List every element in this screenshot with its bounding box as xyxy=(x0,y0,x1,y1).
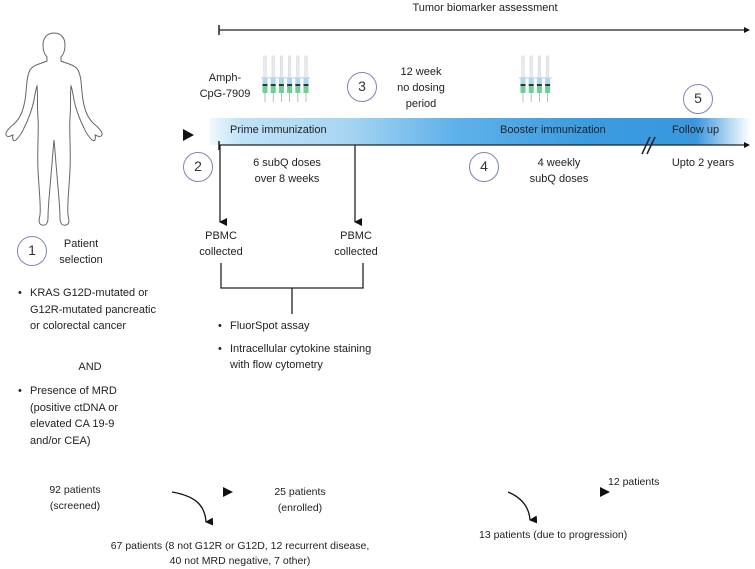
booster-syringe-icon xyxy=(543,55,552,102)
excluded-line1: 67 patients (8 not G12R or G12D, 12 recu… xyxy=(110,540,370,552)
phase-followup-label: Follow up xyxy=(672,124,720,136)
person-outline xyxy=(5,32,103,226)
step-3-line3: period xyxy=(405,98,437,110)
step-1-line1: Patient xyxy=(63,238,99,250)
screened-line1: 92 patients xyxy=(49,484,101,496)
pbmc-label-1: PBMC collected xyxy=(190,228,252,260)
step-3-line2: no dosing xyxy=(397,82,445,94)
phase-prime-label: Prime immunization xyxy=(230,124,327,136)
step-2-badge: 2 xyxy=(183,152,213,182)
pbmc-2-line2: collected xyxy=(334,246,378,258)
prime-syringe-icon xyxy=(285,55,294,102)
criteria-list-2: Presence of MRD (positive ctDNA or eleva… xyxy=(16,383,136,449)
drug-label: Amph- CpG-7909 xyxy=(190,70,260,102)
drug-label-line1: Amph- xyxy=(208,72,242,84)
step-3-line1: 12 week xyxy=(400,66,442,78)
drug-label-line2: CpG-7909 xyxy=(199,88,251,100)
criteria-item-2: Presence of MRD (positive ctDNA or eleva… xyxy=(16,383,136,449)
pbmc-label-2: PBMC collected xyxy=(325,228,387,260)
prime-syringe-icon xyxy=(277,55,286,102)
assay-list: FluorSpot assay Intracellular cytokine s… xyxy=(216,318,381,374)
prime-syringe-icon xyxy=(269,55,278,102)
treatment-phase-bar xyxy=(210,118,750,145)
step-2-line2: over 8 weeks xyxy=(254,173,320,185)
step-4-line1: 4 weekly xyxy=(537,157,581,169)
assay-item: Intracellular cytokine staining with flo… xyxy=(216,341,381,374)
completed-count: 12 patients xyxy=(608,476,660,488)
timeline-break-icon xyxy=(641,136,656,155)
progression-exclusion-arrow xyxy=(507,491,538,524)
criteria-connector: AND xyxy=(78,361,102,373)
prime-syringe-icon xyxy=(293,55,302,102)
step-4-line2: subQ doses xyxy=(529,173,589,185)
pbmc-bracket xyxy=(220,263,364,314)
biomarker-label: Tumor biomarker assessment xyxy=(412,2,558,14)
step-1-line2: selection xyxy=(59,254,103,266)
excluded-count: 67 patients (8 not G12R or G12D, 12 recu… xyxy=(80,539,400,569)
criteria-list: KRAS G12D-mutated or G12R-mutated pancre… xyxy=(16,285,156,335)
pbmc-2-line1: PBMC xyxy=(340,230,372,242)
step-3-text: 12 week no dosing period xyxy=(386,64,456,112)
step-5-badge: 5 xyxy=(683,84,713,114)
criteria-item-1: KRAS G12D-mutated or G12R-mutated pancre… xyxy=(16,285,156,335)
excluded-line2: 40 not MRD negative, 7 other) xyxy=(169,555,311,567)
step-1-text: Patient selection xyxy=(52,236,110,268)
prime-syringe-icon xyxy=(261,55,269,102)
booster-syringe-icon xyxy=(527,55,536,102)
assay-item: FluorSpot assay xyxy=(216,318,381,335)
enrolled-line1: 25 patients xyxy=(274,486,326,498)
step-5-text: Upto 2 years xyxy=(660,155,746,171)
step-4-badge: 4 xyxy=(469,152,499,182)
booster-syringe-icon xyxy=(535,55,544,102)
phase-booster-label: Booster immunization xyxy=(500,124,606,136)
prime-syringe-icon xyxy=(302,55,310,102)
step-4-text: 4 weekly subQ doses xyxy=(514,155,604,187)
booster-syringe-icon xyxy=(519,55,527,102)
screened-line2: (screened) xyxy=(49,500,101,512)
pbmc-1-line2: collected xyxy=(199,246,243,258)
pbmc-1-line1: PBMC xyxy=(205,230,237,242)
enrolled-count: 25 patients (enrolled) xyxy=(265,484,335,516)
step-3-badge: 3 xyxy=(347,72,377,102)
step-1-badge: 1 xyxy=(17,236,47,266)
step-2-text: 6 subQ doses over 8 weeks xyxy=(232,155,342,187)
step-2-line1: 6 subQ doses xyxy=(253,157,321,169)
step-5-line1: Upto 2 years xyxy=(671,157,735,169)
screened-exclusion-arrow xyxy=(171,491,214,526)
screened-count: 92 patients (screened) xyxy=(40,482,110,514)
progressed-count: 13 patients (due to progression) xyxy=(479,529,628,541)
enrolled-line2: (enrolled) xyxy=(277,502,323,514)
